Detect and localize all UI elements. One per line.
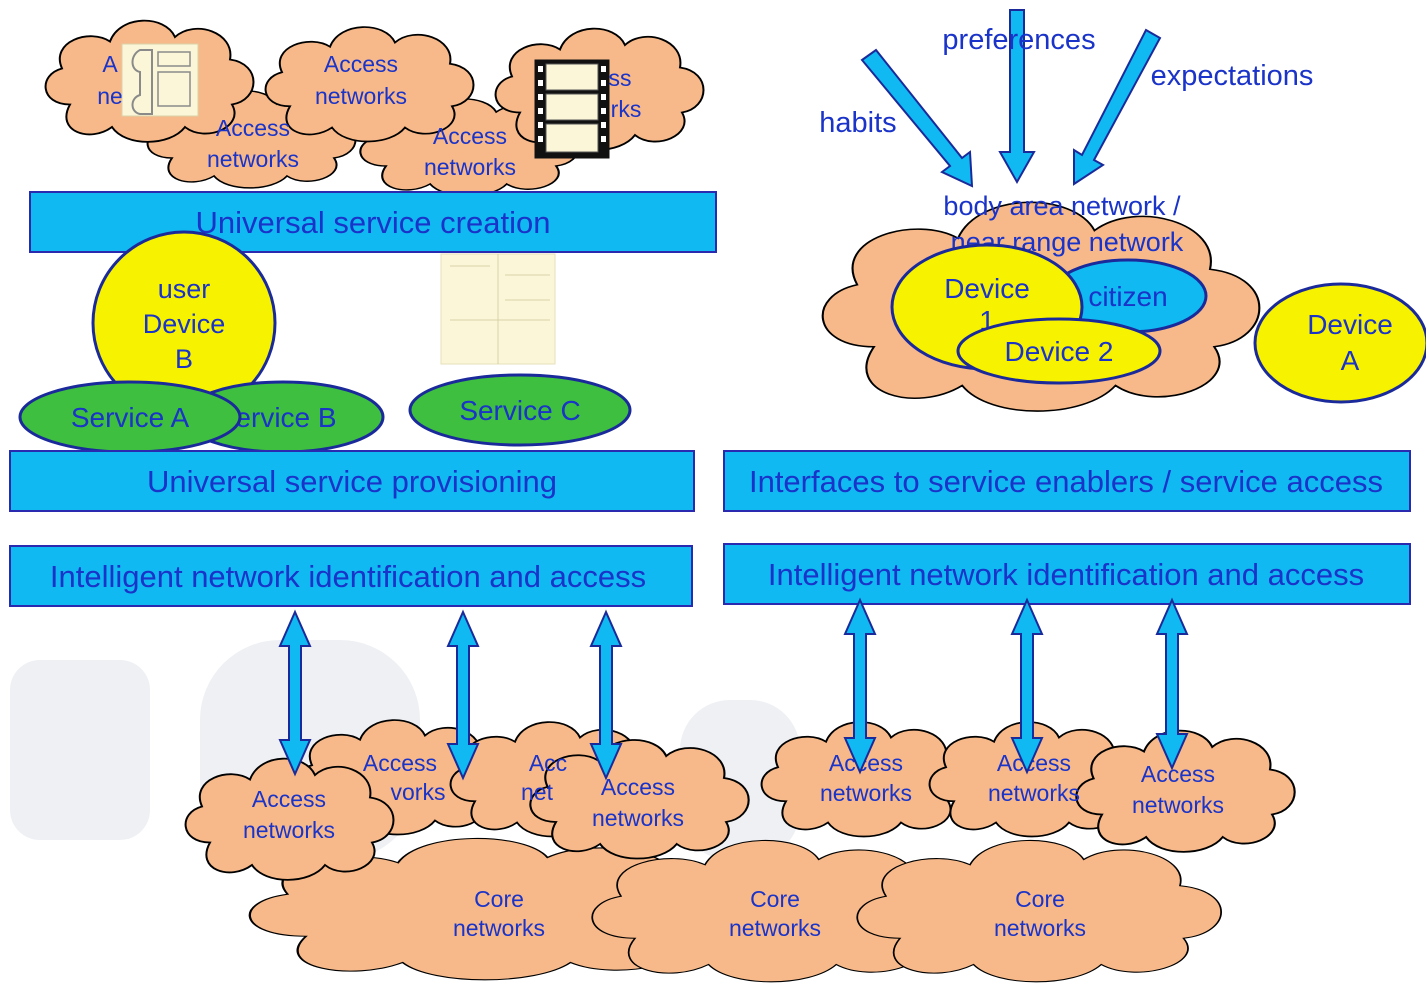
cloud-label: Access [1141,761,1215,787]
top-access-clouds: A ne Access networks Access networks ss … [44,19,705,197]
service-c-label: Service C [459,395,580,426]
core-cloud-label: Core [474,886,524,912]
interfaces-service-enablers-label: Interfaces to service enablers / service… [749,464,1383,499]
link-arrow [589,609,623,781]
link-arrow [278,609,312,777]
cloud-label: Access [433,123,507,149]
device-2 [956,317,1162,385]
expectations-label: expectations [1151,60,1314,92]
universal-service-provisioning-bar [9,450,695,512]
device-a [1253,282,1426,404]
core-cloud-label: networks [729,915,821,941]
influence-arrows [860,9,1162,188]
service-b-label: ervice B [235,402,336,433]
habits-label: habits [819,107,896,139]
cloud-label: ss [609,65,632,91]
left-network-identification-label: Intelligent network identification and a… [50,559,646,594]
device-2-label: Device 2 [1005,336,1114,367]
service-a-label: Service A [71,402,190,433]
right-network-identification-bar [723,543,1411,605]
link-arrows [278,597,1189,781]
left-network-identification-bar [9,545,693,607]
cloud-label: networks [1132,792,1224,818]
cloud-label: Access [601,774,675,800]
universal-service-provisioning-label: Universal service provisioning [147,464,557,499]
user-device-label: B [175,344,193,374]
cloud-label: Access [252,786,326,812]
service-c [408,373,632,447]
right-network-identification-label: Intelligent network identification and a… [768,557,1364,592]
cloud-label: Access [216,115,290,141]
device-a-label: A [1341,345,1360,376]
form-document-icon [440,253,556,365]
cloud-label: A [102,51,118,77]
user-device-label: user [158,274,211,304]
link-arrow [843,597,877,775]
universal-service-creation-label: Universal service creation [196,205,551,240]
core-cloud-label: Core [1015,886,1065,912]
cloud-label: networks [820,780,912,806]
link-arrow [446,609,480,781]
telephone-icon [121,43,199,117]
cloud-label: networks [988,780,1080,806]
cloud-label: networks [207,146,299,172]
core-cloud-label: networks [453,915,545,941]
user-device-label: Device [143,309,226,339]
ban-label: body area network / [943,191,1181,221]
citizen-label: citizen [1088,281,1167,312]
link-arrow [1010,597,1044,775]
film-strip-icon [534,59,610,159]
cloud-label: net [521,779,554,805]
universal-service-creation-bar [29,191,717,253]
preferences-label: preferences [942,24,1095,56]
habits-arrow [860,48,974,188]
device-1-label: Device [944,273,1030,304]
cloud-label: rks [611,96,642,122]
cloud-label: vorks [391,779,446,805]
preferences-arrow [998,9,1036,185]
device-a-label: Device [1307,309,1393,340]
cloud-label: networks [243,817,335,843]
cloud-label: ne [97,83,123,109]
core-cloud-label: networks [994,915,1086,941]
expectations-arrow [1073,28,1162,186]
cloud-label: networks [424,154,516,180]
core-network-clouds [248,837,1222,983]
interfaces-service-enablers-bar [723,450,1411,512]
cloud-label: Access [363,750,437,776]
cloud-label: Acc [529,750,567,776]
link-arrow [1155,597,1189,771]
core-cloud-label: Core [750,886,800,912]
cloud-label: Access [324,51,398,77]
cloud-label: networks [315,83,407,109]
cloud-label: networks [592,805,684,831]
